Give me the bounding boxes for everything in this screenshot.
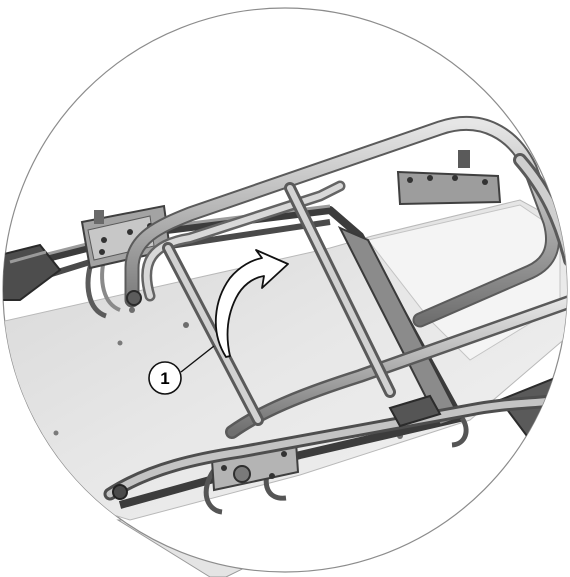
- direction-arrow: [214, 249, 289, 358]
- left-wheel-mount: [3, 243, 62, 301]
- right-bracket: [396, 150, 502, 206]
- hinge-clamp: [112, 394, 442, 500]
- handle-frame-inner-highlight: [143, 183, 343, 299]
- callout-circle: [148, 361, 182, 395]
- panel-hole: [53, 430, 59, 436]
- panel-hole: [117, 340, 123, 346]
- panel-hole: [183, 322, 189, 328]
- callout-number: 1: [160, 369, 169, 388]
- right-hook: [451, 416, 469, 448]
- bottom-hook: [203, 468, 223, 515]
- handle-knob: [126, 290, 142, 306]
- callout-1: 1: [148, 361, 182, 395]
- panel-hole: [129, 307, 135, 313]
- callout-leader: [180, 345, 215, 373]
- handle-frame-outer-highlight: [126, 118, 558, 326]
- mower-assembly: [3, 116, 567, 521]
